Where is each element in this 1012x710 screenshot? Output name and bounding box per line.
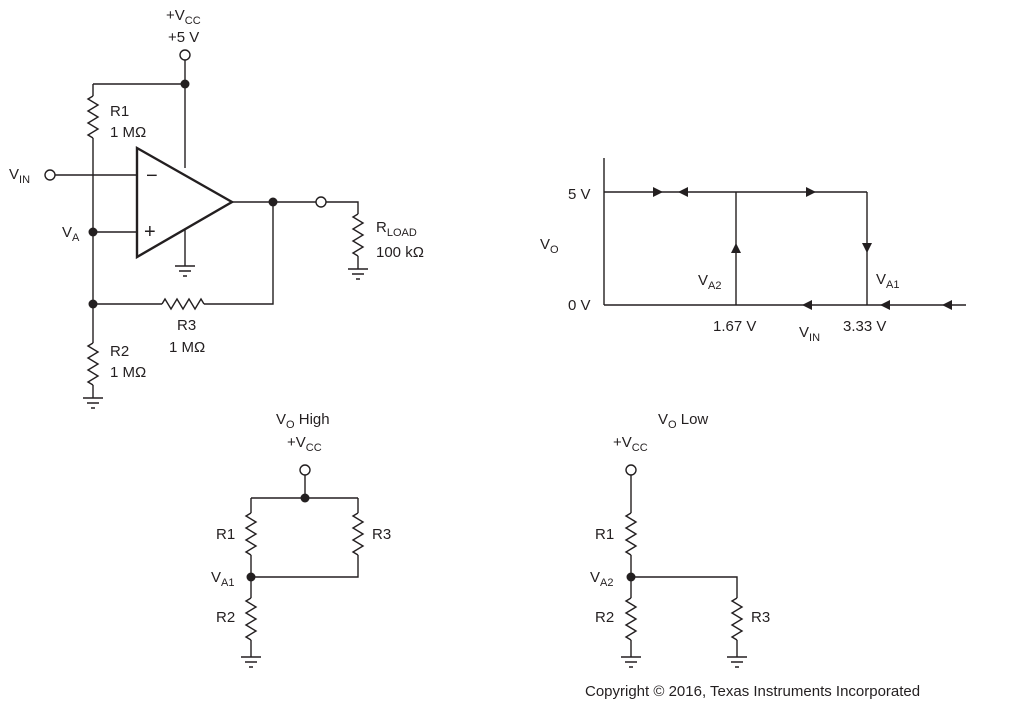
main-r3-resistor [161, 297, 205, 311]
main-opamp-plus: + [144, 221, 156, 243]
vo-low-r3-name: R3 [751, 609, 770, 626]
vo-high-r3-resistor [351, 512, 365, 556]
vo-high-node-label: VA1 [211, 569, 234, 589]
vo-low-r2-ground-icon [621, 656, 641, 668]
vo-high-vcc-label: +VCC [287, 434, 322, 454]
vo-high-r1-name: R1 [216, 526, 235, 543]
graph-arrow-left-icon [942, 300, 952, 310]
graph-arrow-left-icon [802, 300, 812, 310]
main-vcc-label: +VCC [166, 7, 201, 27]
vo-low-r1-name: R1 [595, 526, 614, 543]
vo-low-equivalent-circuit: VO Low +VCC R1 VA2 R3 R2 [590, 411, 770, 668]
vo-low-vcc-terminal [625, 464, 637, 476]
vo-low-r3-wire [631, 576, 738, 598]
vo-high-r3-return-wire [251, 555, 359, 578]
main-output-terminal [315, 196, 327, 208]
vo-high-title: VO High [276, 411, 330, 431]
graph-arrow-right-icon [653, 187, 663, 197]
graph-arrow-up-icon [731, 243, 741, 253]
vo-low-node-label: VA2 [590, 569, 613, 589]
main-r1-value: 1 MΩ [110, 124, 146, 141]
main-rload-ground-icon [348, 268, 368, 280]
main-opamp-minus: − [146, 165, 158, 187]
vo-low-r1-resistor [624, 512, 638, 556]
main-vcc-junction [180, 79, 190, 89]
graph-va2-label: VA2 [698, 272, 721, 292]
main-va-label: VA [62, 224, 80, 244]
main-rload-value: 100 kΩ [376, 244, 424, 261]
main-feedback-wire [204, 202, 274, 305]
copyright-notice: Copyright © 2016, Texas Instruments Inco… [585, 683, 920, 700]
main-rload-resistor [351, 213, 365, 257]
vo-high-vcc-terminal [299, 464, 311, 476]
main-r3-value: 1 MΩ [169, 339, 205, 356]
graph-va1-label: VA1 [876, 271, 899, 291]
vo-high-equivalent-circuit: VO High +VCC R1 R3 VA1 R2 [211, 411, 391, 668]
main-r3-name: R3 [177, 317, 196, 334]
main-rload-wire [326, 201, 359, 214]
graph-x-tick-1: 1.67 V [713, 318, 756, 335]
vo-low-r2-resistor [624, 597, 638, 641]
vo-high-r2-name: R2 [216, 609, 235, 626]
graph-arrow-left-icon [880, 300, 890, 310]
main-r2-name: R2 [110, 343, 129, 360]
graph-y-tick-low: 0 V [568, 297, 591, 314]
graph-arrow-down-icon [862, 243, 872, 253]
main-rload-label: RLOAD [376, 219, 417, 239]
graph-arrow-left-icon [678, 187, 688, 197]
vo-high-ground-icon [241, 656, 261, 668]
vo-high-node-junction [246, 572, 256, 582]
vo-low-title: VO Low [658, 411, 708, 431]
main-vcc-value: +5 V [168, 29, 199, 46]
main-opamp-triangle [135, 145, 235, 260]
main-opamp-ground-icon [175, 265, 195, 277]
vo-low-vcc-label: +VCC [613, 434, 648, 454]
main-schmitt-circuit: +VCC +5 V R1 1 MΩ VIN VA − + [9, 7, 424, 409]
main-vin-terminal [44, 169, 56, 181]
graph-y-axis-label: VO [540, 236, 559, 256]
graph-x-axis-label: VIN [799, 324, 820, 344]
main-r1-resistor [86, 95, 100, 139]
vo-high-r2-resistor [244, 597, 258, 641]
graph-x-tick-2: 3.33 V [843, 318, 886, 335]
graph-arrow-right-icon [806, 187, 816, 197]
main-va-junction [88, 227, 98, 237]
vo-low-r3-resistor [730, 597, 744, 641]
main-r2-resistor [86, 342, 100, 386]
main-vin-label: VIN [9, 166, 30, 186]
main-r2-ground-icon [83, 397, 103, 409]
vo-high-top-junction [300, 493, 310, 503]
hysteresis-graph: VO 5 V 0 V VA2 VA1 1.67 V 3.33 V VIN [540, 158, 966, 344]
main-r2-value: 1 MΩ [110, 364, 146, 381]
graph-y-tick-high: 5 V [568, 186, 591, 203]
vo-low-r3-ground-icon [727, 656, 747, 668]
main-vcc-terminal [179, 49, 191, 61]
main-r1-name: R1 [110, 103, 129, 120]
vo-low-r2-name: R2 [595, 609, 614, 626]
vo-high-r3-name: R3 [372, 526, 391, 543]
vo-high-r1-resistor [244, 512, 258, 556]
